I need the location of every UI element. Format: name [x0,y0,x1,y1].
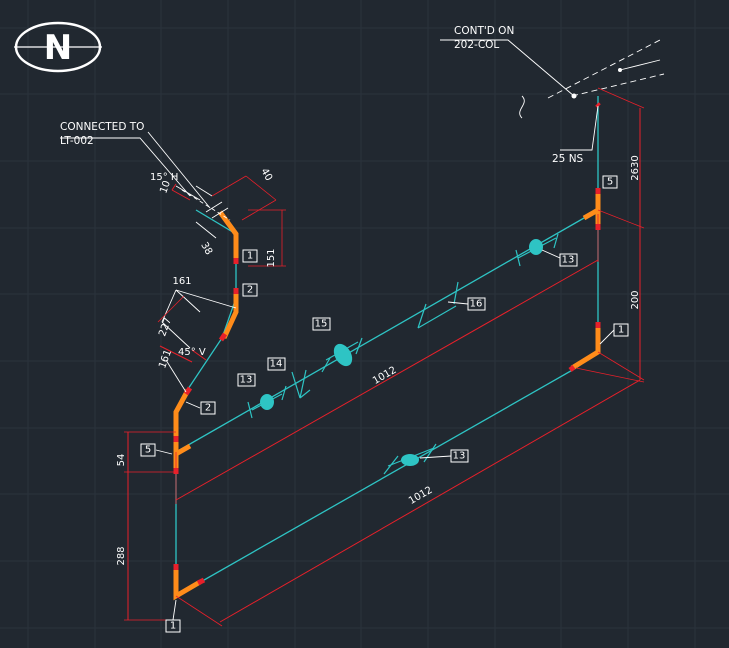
valve-15 [321,337,363,373]
dim-1012-upper: 1012 [371,365,399,387]
tag-elbow-45-lower: 2 [205,403,211,414]
dim-10: 10 [158,179,173,195]
tag-elbow-45-upper: 2 [247,285,253,296]
tag-elbow-bottom: 1 [170,621,176,632]
tag-elbow-top: 1 [247,251,253,262]
dimension-lines [124,87,645,627]
note-contd-line: 202-COL [454,39,499,51]
pipe-run-right-riser [575,96,599,369]
dim-1012-lower: 1012 [407,485,435,507]
tag-valve-bottom: 13 [453,451,466,462]
note-connected-to: CONNECTED TO [60,121,144,133]
leader-lines [60,39,665,197]
dim-161-top: 161 [172,276,191,287]
tag-tee-left: 5 [145,445,151,456]
notes: CONNECTED TO LT-002 CONT'D ON 202-COL 25… [60,25,584,358]
north-arrow: N [14,21,102,73]
flange-16 [417,281,459,329]
angle-v-label: 45° V [178,347,206,358]
note-contd-on: CONT'D ON [454,25,514,37]
elbow-45-fitting-lower [173,388,191,440]
note-connected-line: LT-002 [60,135,94,147]
angle-h-label: 15° H [150,172,178,183]
tag-valve-left: 13 [240,375,253,386]
elbow-fitting-top [217,210,239,260]
dim-2630: 2630 [630,155,641,180]
tag-tee-right: 5 [607,177,613,188]
dim-40: 40 [258,166,274,183]
connection-sketch [147,131,286,393]
tag-flange-14: 14 [270,359,283,370]
dimension-texts: 10 40 38 151 161 227 161 1012 1012 54 28… [116,155,641,565]
elbow-fitting-bottom [173,566,202,601]
valve-upper-right-13 [515,233,559,267]
dim-161-bottom: 161 [157,348,174,370]
north-arrow-ring [14,21,102,73]
dim-227: 227 [157,316,174,338]
elbow-45-fitting-upper [221,290,239,340]
dim-151: 151 [266,248,277,267]
component-tags: 1 2 2 5 1 13 14 15 16 13 5 1 13 [140,175,629,633]
dim-38: 38 [198,240,214,257]
tee-fitting-left [173,438,192,472]
dim-288: 288 [116,546,127,565]
tag-elbow-right: 1 [618,325,624,336]
tee-fitting-right [582,192,601,226]
pipe-run-lower [175,367,577,597]
pipe-run-upper [175,209,599,453]
weld-markers [173,102,601,586]
flange-14 [291,369,311,399]
tag-valve-15: 15 [315,319,328,330]
valve-left-13 [247,385,287,419]
dim-200: 200 [630,290,641,309]
pipe-centrelines [175,96,599,597]
tag-flange-16: 16 [470,299,483,310]
fittings [173,192,601,601]
note-size: 25 NS [552,153,584,165]
dim-54: 54 [116,454,127,467]
north-arrow-letter: N [44,28,72,68]
valve-bottom-13 [383,443,437,475]
tag-valve-upper-right: 13 [562,255,575,266]
